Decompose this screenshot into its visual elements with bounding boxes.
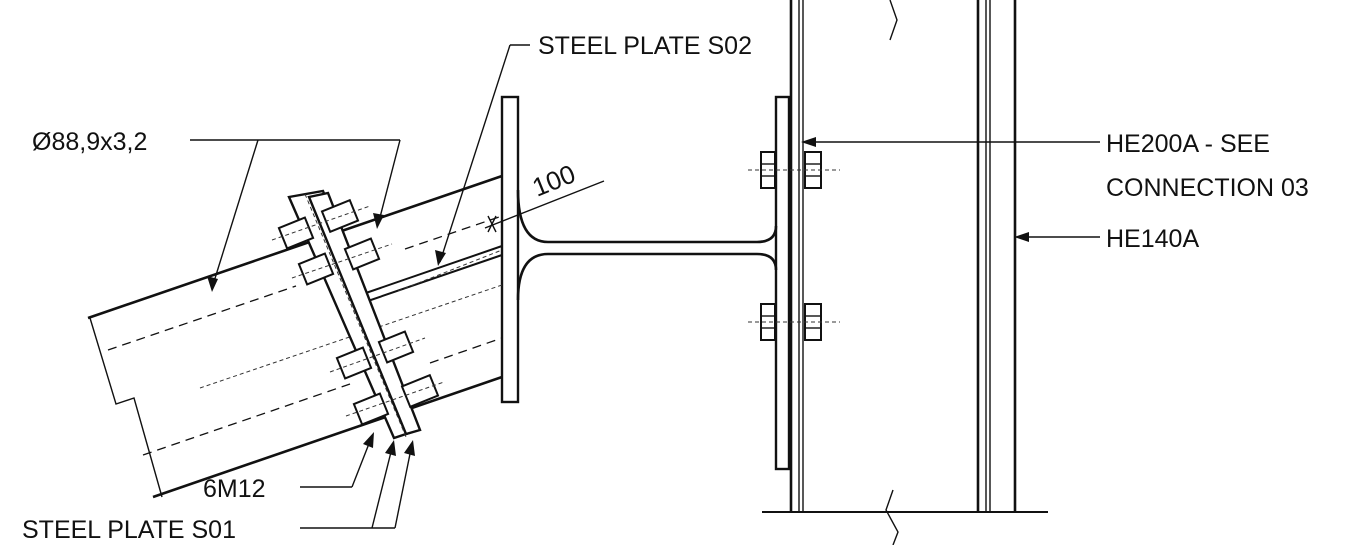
leader-tube bbox=[190, 139, 401, 292]
leader-6m12 bbox=[300, 432, 374, 488]
label-6m12: 6M12 bbox=[203, 475, 266, 503]
label-steel-plate-s02: STEEL PLATE S02 bbox=[538, 32, 752, 60]
flange-bolt-3 bbox=[335, 330, 415, 380]
steel-plate-s02 bbox=[359, 245, 503, 304]
label-steel-plate-s01: STEEL PLATE S01 bbox=[22, 516, 236, 544]
he200a-column bbox=[762, 0, 1048, 545]
leader-he200a bbox=[801, 137, 1100, 147]
end-plate-bolt-upper bbox=[748, 151, 840, 189]
label-he200a-line1: HE200A - SEE bbox=[1106, 130, 1270, 158]
dimension-text: 100 bbox=[528, 158, 579, 202]
label-tube-size: Ø88,9x3,2 bbox=[32, 128, 147, 156]
break-mark-top bbox=[889, 0, 898, 41]
he140a-column bbox=[976, 0, 1017, 512]
column-end-plate bbox=[774, 95, 791, 471]
leader-he140a bbox=[1014, 232, 1100, 242]
flange-bolts bbox=[271, 198, 445, 426]
end-plate-bolt-lower bbox=[748, 303, 840, 341]
label-he140a: HE140A bbox=[1106, 225, 1199, 253]
break-mark-bottom bbox=[885, 489, 899, 545]
dimension-100: 100 bbox=[484, 158, 605, 233]
i-beam-stub bbox=[500, 95, 778, 404]
tube bbox=[87, 174, 503, 499]
leader-steel-plate-s01 bbox=[300, 440, 415, 529]
steel-plate-s01 bbox=[287, 189, 422, 440]
leader-steel-plate-s02 bbox=[435, 44, 530, 266]
label-he200a-line2: CONNECTION 03 bbox=[1106, 174, 1309, 202]
